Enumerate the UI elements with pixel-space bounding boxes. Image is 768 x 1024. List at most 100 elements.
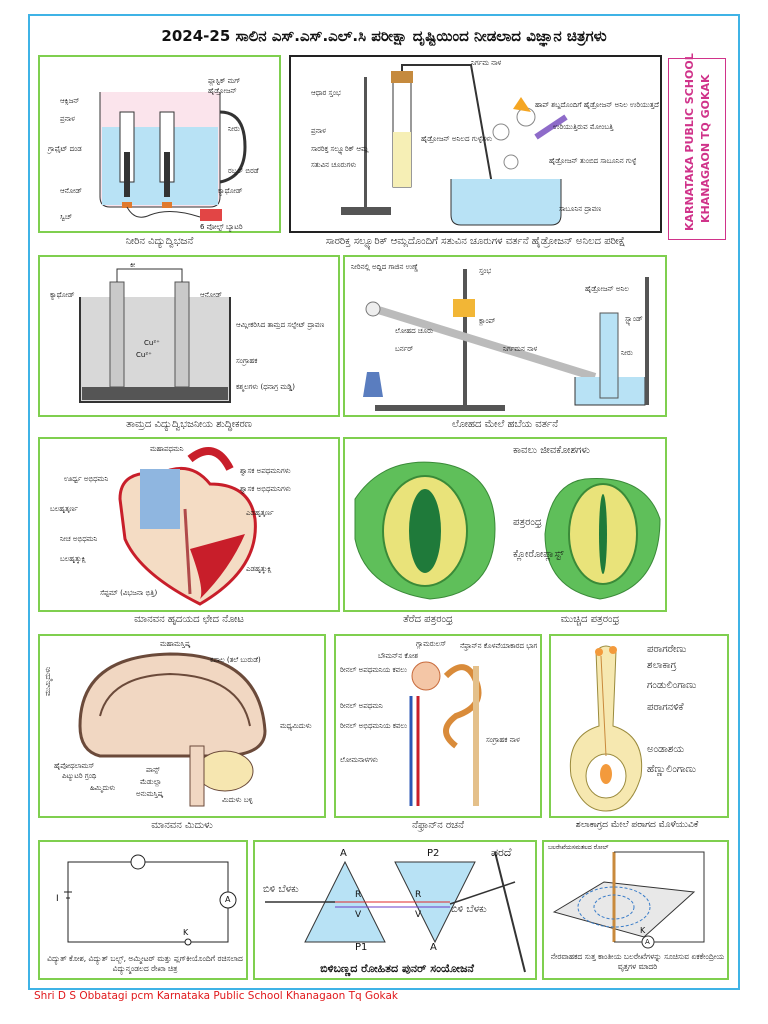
prism-diagram [265, 851, 526, 973]
panel-brain: ಮುಮ್ಮಿದುಳು ಮಹಾಮಸ್ತಿಷ್ಕ ಕಪಾಲ (ತಲೆ ಬುರುಡೆ)… [38, 634, 326, 818]
label-midbrain: ಮಧ್ಯಮಿದುಳು [280, 722, 312, 730]
label-battery: 6 ವೋಲ್ಟ್ ಬ್ಯಾಟರಿ [200, 223, 243, 231]
label-screen: ಪರದೆ [491, 846, 512, 859]
label-apex-a1: A [340, 848, 347, 859]
steam-diagram [363, 269, 649, 411]
pistil-diagram [569, 645, 643, 812]
label-oxygen: ಆಕ್ಸಿಜನ್ [60, 97, 80, 105]
label-red-2: R [415, 890, 422, 900]
nephron-diagram [409, 661, 482, 806]
panel-stomata: ಕಾವಲು ಜೀವಕೋಶಗಳು ಪತ್ರರಂಧ್ರ ಕ್ಲೋರೋಪ್ಲಾಸ್ಟ್ [343, 437, 667, 612]
label-graphite-rod: ಗ್ರಾಫೈಟ್ ದಂಡ [48, 145, 82, 153]
label-inferior-vena-cava: ನೀಚ ಅಭಿಧಮನಿ [60, 535, 98, 543]
label-zinc: ಸತುವಿನ ಚೂರುಗಳು [311, 161, 357, 169]
label-spinal-cord: ಮಿದುಳು ಬಳ್ಳಿ [222, 796, 253, 804]
caption-pistil: ಶಲಾಕಾಗ್ರದ ಮೇಲೆ ಪರಾಗದ ಮೊಳೆಯುವಿಕೆ [575, 820, 699, 830]
caption-hydrogen: ಸಾರರಿಕ್ತ ಸಲ್ಫ್ಯೂರಿಕ್ ಆಮ್ಲದೊಂದಿಗೆ ಸತುವಿನ … [325, 236, 626, 247]
label-white-light-in: ಬಿಳಿ ಬೆಳಕು [263, 884, 299, 895]
label-pulmonary-veins: ಶ್ವಾಸಕ ಅಭಿಧಮನಿಗಳು [240, 485, 291, 493]
label-collector: ಸಂಗ್ರಾಹಕ [236, 357, 258, 365]
label-burner: ಬರ್ನರ್ [395, 345, 414, 353]
caption-heart: ಮಾನವನ ಹೃದಯದ ಛೇದ ನೋಟ [134, 614, 244, 625]
label-superior-vena-cava: ಊರ್ಧ್ವ ಅಭಿಧಮನಿ [64, 475, 109, 483]
label-renal-vein-branch: ರೀನಲ್ ಅಭಿಧಮನಿಯ ಕವಲು [340, 722, 408, 730]
footer-credit: Shri D S Obbatagi pcm Karnataka Public S… [34, 990, 398, 1002]
panel-copper: ಕೀ ಕ್ಯಾಥೋಡ್ ಆನೋಡ್ ಆಮ್ಲೀಕರಿಸಿದ ತಾಮ್ರದ ಸಲ್… [38, 255, 340, 417]
page-title: 2024-25 ಸಾಲಿನ ಎಸ್.ಎಸ್.ಎಲ್.ಸಿ ಪರೀಕ್ಷಾ ದೃಷ… [161, 27, 607, 45]
label-right-ventricle: ಬಲಹೃತ್ಕುಕ್ಷಿ [60, 555, 86, 563]
panel-prism: ಪರದೆ ಬಿಳಿ ಬೆಳಕು ಬಿಳಿ ಬೆಳಕು A A P1 P2 R V… [253, 840, 537, 980]
panel-pistil: ಪರಾಗರೇಣು ಶಲಾಕಾಗ್ರ ಗಂಡುಲಿಂಗಾಣು ಪರಾಗನಳಿಕೆ … [549, 634, 729, 818]
caption-magnet: ನೇರವಾಹಕದ ಸುತ್ತ ಕಾಂತೀಯ ಬಲರೇಖೆಗಳನ್ನು ಸೂಚಿಸ… [550, 952, 725, 971]
label-anode: ಆನೋಡ್ [60, 187, 83, 195]
label-switch: ಸ್ವಿಚ್ [60, 213, 73, 221]
label-septum: ಸೆಪ್ಟಮ್ (ವಿಭಜನಾ ಭಿತ್ತಿ) [100, 589, 158, 597]
label-ammeter: A [225, 895, 231, 904]
hydrogen-diagram [341, 64, 568, 226]
label-hydrogen-gas: ಹೈಡ್ರೋಜನ್ ಅನಿಲ [585, 285, 629, 293]
label-current: I [56, 894, 59, 904]
label-cerebellum: ಅನುಮಸ್ತಿಷ್ಕ [136, 790, 164, 798]
label-stand-2: ಸ್ತಂಭ [479, 267, 492, 275]
caption-copper: ತಾಮ್ರದ ವಿದ್ಯುದ್ವಿಭಜನೀಯ ಶುದ್ಧೀಕರಣ [126, 419, 252, 430]
label-burning-candle: ಉರಿಯುತ್ತಿರುವ ಮೋಂಬತ್ತಿ [553, 123, 614, 131]
label-key-k: K [183, 928, 189, 937]
label-p2: P2 [427, 848, 440, 859]
label-cu-ion-2: Cu²⁺ [136, 351, 152, 359]
label-ovary: ಅಂಡಾಶಯ [647, 744, 685, 755]
caption-nephron: ನೆಫ್ರಾನ್‌ನ ರಚನೆ [412, 820, 464, 831]
caption-steam: ಲೋಹದ ಮೇಲೆ ಹಬೆಯ ವರ್ತನೆ [451, 419, 559, 430]
label-violet-1: V [355, 910, 362, 920]
label-hydrogen-bubbles: ಹೈಡ್ರೋಜನ್ ಅನಿಲದ ಗುಳ್ಳೆಗಳು [421, 135, 493, 143]
label-glass-wool: ನೀರಿನಲ್ಲಿ ಅದ್ದಿದ ಗಾಜಿನ ಉಣ್ಣೆ [351, 263, 419, 271]
copper-diagram [79, 268, 231, 403]
brain-diagram [78, 652, 267, 807]
label-collecting-duct: ಸಂಗ್ರಾಹಕ ನಾಳ [486, 736, 520, 744]
label-key-k2: K [640, 926, 646, 935]
label-key: ಕೀ [130, 261, 136, 269]
caption-brain: ಮಾನವನ ಮಿದುಳು [151, 820, 213, 831]
label-glomerulus: ಗ್ಲಾಮರುಲಸ್ [416, 640, 447, 648]
label-soap-solution: ಸಾಬೂನಿನ ದ್ರಾವಣ [559, 205, 602, 213]
label-hypothalamus: ಹೈಪೋಥಲಾಮಸ್ [54, 762, 95, 770]
label-test-tube-2: ಪ್ರನಾಳ [311, 127, 326, 135]
label-water-2: ನೀರು [621, 349, 633, 357]
label-pop-sound: ಹಾಪ್ ಶಬ್ದದೊಂದಿಗೆ ಹೈಡ್ರೋಜನ್ ಅನಿಲ ಉರಿಯುತ್ತ… [535, 101, 659, 109]
label-guard-cells: ಕಾವಲು ಜೀವಕೋಶಗಳು [513, 445, 590, 456]
label-right-atrium: ಬಲಹೃತ್ಕರ್ಣ [50, 505, 78, 513]
panel-hydrogen: ನಿರ್ಗಮ ನಾಳ ಆಧಾರ ಸ್ತಂಭ ಪ್ರನಾಳ ಸಾರರಿಕ್ತ ಸಲ… [289, 55, 662, 233]
label-aorta: ಮಹಾಪಧಮನಿ [150, 445, 184, 453]
label-cathode: ಕ್ಯಾಥೋಡ್ [218, 187, 243, 195]
caption-circuit: ವಿದ್ಯುತ್ ಕೋಶ, ವಿದ್ಯುತ್ ಬಲ್ಬ್, ಅಮ್ಮೀಟರ್ ಮ… [47, 954, 243, 973]
label-renal-artery-branch: ರೀನಲ್ ಅಪಧಮನಿಯ ಕವಲು [340, 666, 407, 674]
label-cu-ion-1: Cu²⁺ [144, 339, 160, 347]
label-test-tube: ಪ್ರನಾಳ [60, 115, 75, 123]
school-place: KHANAGAON TQ GOKAK [699, 74, 712, 223]
circuit-diagram [64, 854, 237, 946]
label-metal-piece: ಲೋಹದ ಚೂರು [395, 327, 434, 335]
label-capillaries: ಲೋಮನಾಳಗಳು [340, 756, 378, 764]
label-pons: ಪಾನ್ಸ್ [146, 766, 160, 774]
label-anode-2: ಆನೋಡ್ [200, 291, 223, 299]
page-frame [28, 14, 740, 990]
stomata-diagram [354, 461, 661, 600]
label-outlet-tube: ನಿರ್ಗಮನ ನಾಳ [503, 345, 538, 353]
school-name: KARNATAKA PUBLIC SCHOOL [683, 53, 696, 231]
panel-electrolysis: ಪ್ಲಾಸ್ಟಿಕ್ ಮಗ್ ಹೈಡ್ರೋಜನ್ ಆಕ್ಸಿಜನ್ ಪ್ರನಾಳ… [38, 55, 281, 233]
label-white-light-out: ಬಿಳಿ ಬೆಳಕು [451, 904, 487, 915]
label-pollen-tube: ಪರಾಗನಳಿಕೆ [647, 702, 684, 713]
label-pituitary: ಪಿಟ್ಯುಟರಿ ಗ್ರಂಥಿ [62, 772, 97, 780]
label-stand: ಆಧಾರ ಸ್ತಂಭ [311, 89, 341, 97]
label-skull: ಕಪಾಲ (ತಲೆ ಬುರುಡೆ) [210, 656, 261, 664]
label-medulla: ಮೆಡುಲ್ಲಾ [140, 778, 162, 786]
panel-circuit: I K A ವಿದ್ಯುತ್ ಕೋಶ, ವಿದ್ಯುತ್ ಬಲ್ಬ್, ಅಮ್ಮ… [38, 840, 248, 980]
label-copper-sulphate: ಆಮ್ಲೀಕರಿಸಿದ ತಾಮ್ರದ ಸಲ್ಫೇಟ್ ದ್ರಾವಣ [236, 321, 325, 329]
label-hindbrain: ಹಿಮ್ಮಿದುಳು [90, 784, 116, 792]
label-cathode-2: ಕ್ಯಾಥೋಡ್ [50, 291, 75, 299]
label-left-ventricle: ಎಡಹೃತ್ಕುಕ್ಷಿ [246, 565, 272, 573]
caption-stomata-open: ತೆರೆದ ಪತ್ರರಂಧ್ರ [403, 614, 453, 625]
label-ammeter-a2: A [645, 938, 650, 946]
label-rubber-stopper: ರಬ್ಬರ್ ಬಿರಡೆ [228, 167, 259, 175]
label-male-gamete: ಗಂಡುಲಿಂಗಾಣು [647, 680, 697, 691]
label-tubular-part: ನೆಫ್ರಾನ್‌ನ ಕೊಳವೆಯಾಕಾರದ ಭಾಗ [460, 642, 538, 650]
